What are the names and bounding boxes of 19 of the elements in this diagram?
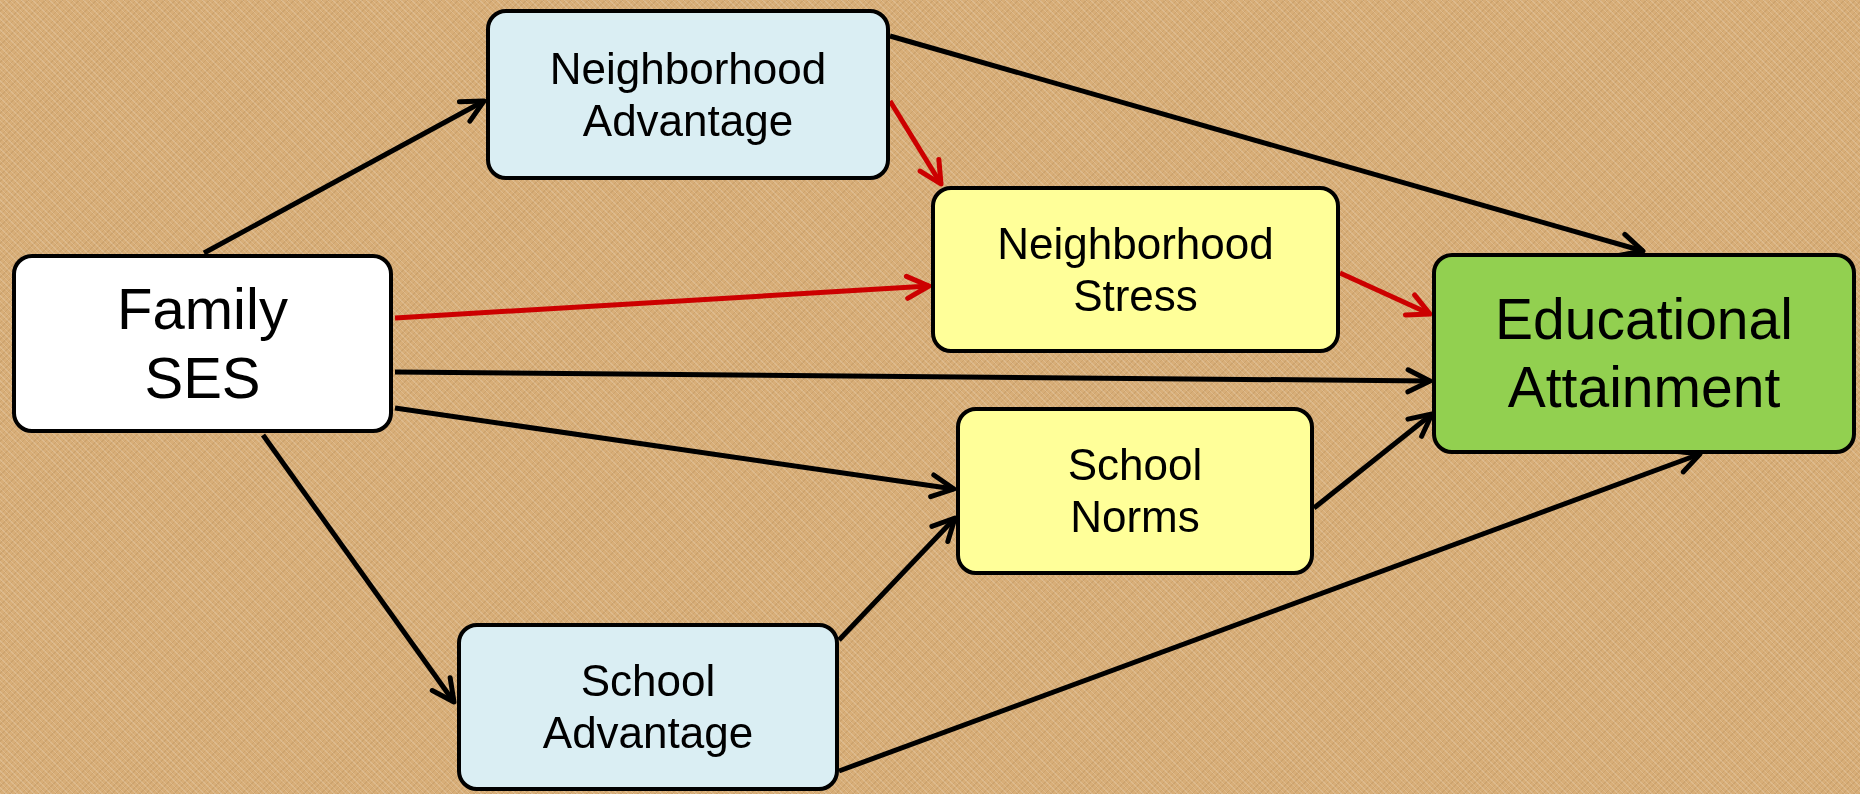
arrow [260,433,457,705]
node-text: Educational Attainment [1494,286,1794,421]
node-text: School Norms [1066,439,1204,543]
node-text: Family SES [116,275,289,412]
process-box [486,9,890,180]
node-text: Neighborhood Stress [996,217,1275,322]
process-box [931,186,1340,353]
process-box [457,623,839,791]
process-box [12,254,393,433]
arrow [1338,270,1433,318]
process-box [1432,253,1856,454]
arrow [394,405,957,500]
process-box [956,407,1314,575]
node-text: Neighborhood Advantage [548,42,828,147]
arrow [394,273,932,321]
arrow [837,515,958,642]
arrow [202,98,487,256]
arrow [394,367,1433,395]
node-text: School Advantage [541,655,755,759]
